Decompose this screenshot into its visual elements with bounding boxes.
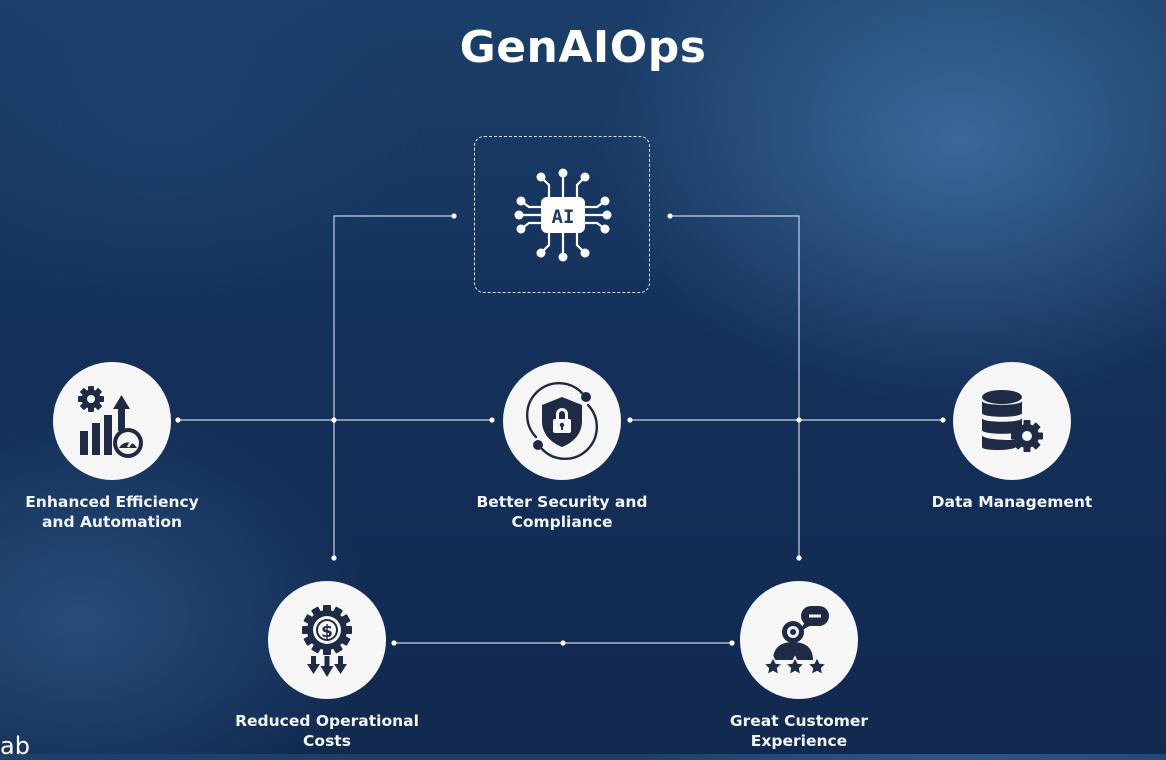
ai-chip-icon: AI bbox=[514, 168, 612, 262]
customer-node bbox=[740, 581, 858, 699]
efficiency-label-line2: and Automation bbox=[41, 513, 183, 531]
security-label: Better Security and Compliance bbox=[452, 492, 672, 532]
page-title: GenAIOps bbox=[459, 22, 707, 73]
data-management-label: Data Management bbox=[902, 492, 1122, 512]
customer-stars-icon bbox=[761, 606, 829, 677]
security-node bbox=[503, 362, 621, 480]
customer-label-line1: Great Customer bbox=[729, 712, 869, 730]
svg-text:$: $ bbox=[321, 622, 333, 642]
security-label-line2: Compliance bbox=[511, 513, 613, 531]
costs-label-line1: Reduced Operational bbox=[235, 712, 419, 730]
costs-node: $ bbox=[268, 581, 386, 699]
efficiency-label: Enhanced Efficiency and Automation bbox=[2, 492, 222, 532]
customer-label-line2: Experience bbox=[750, 732, 848, 750]
customer-label: Great Customer Experience bbox=[689, 711, 909, 751]
costs-label: Reduced Operational Costs bbox=[217, 711, 437, 751]
efficiency-node bbox=[53, 362, 171, 480]
database-gear-icon bbox=[982, 390, 1043, 452]
efficiency-label-line1: Enhanced Efficiency bbox=[25, 493, 199, 511]
data-management-label-line1: Data Management bbox=[931, 493, 1093, 511]
shield-lock-icon bbox=[526, 382, 598, 460]
ai-chip-label: AI bbox=[552, 206, 575, 228]
dollar-gear-icon: $ bbox=[302, 605, 352, 677]
ai-core-box: AI bbox=[474, 136, 650, 293]
corner-text-fragment: ab bbox=[0, 732, 30, 760]
security-label-line1: Better Security and bbox=[476, 493, 648, 511]
gear-chart-gauge-icon bbox=[78, 386, 143, 458]
costs-label-line2: Costs bbox=[303, 732, 351, 750]
data-management-node bbox=[953, 362, 1071, 480]
